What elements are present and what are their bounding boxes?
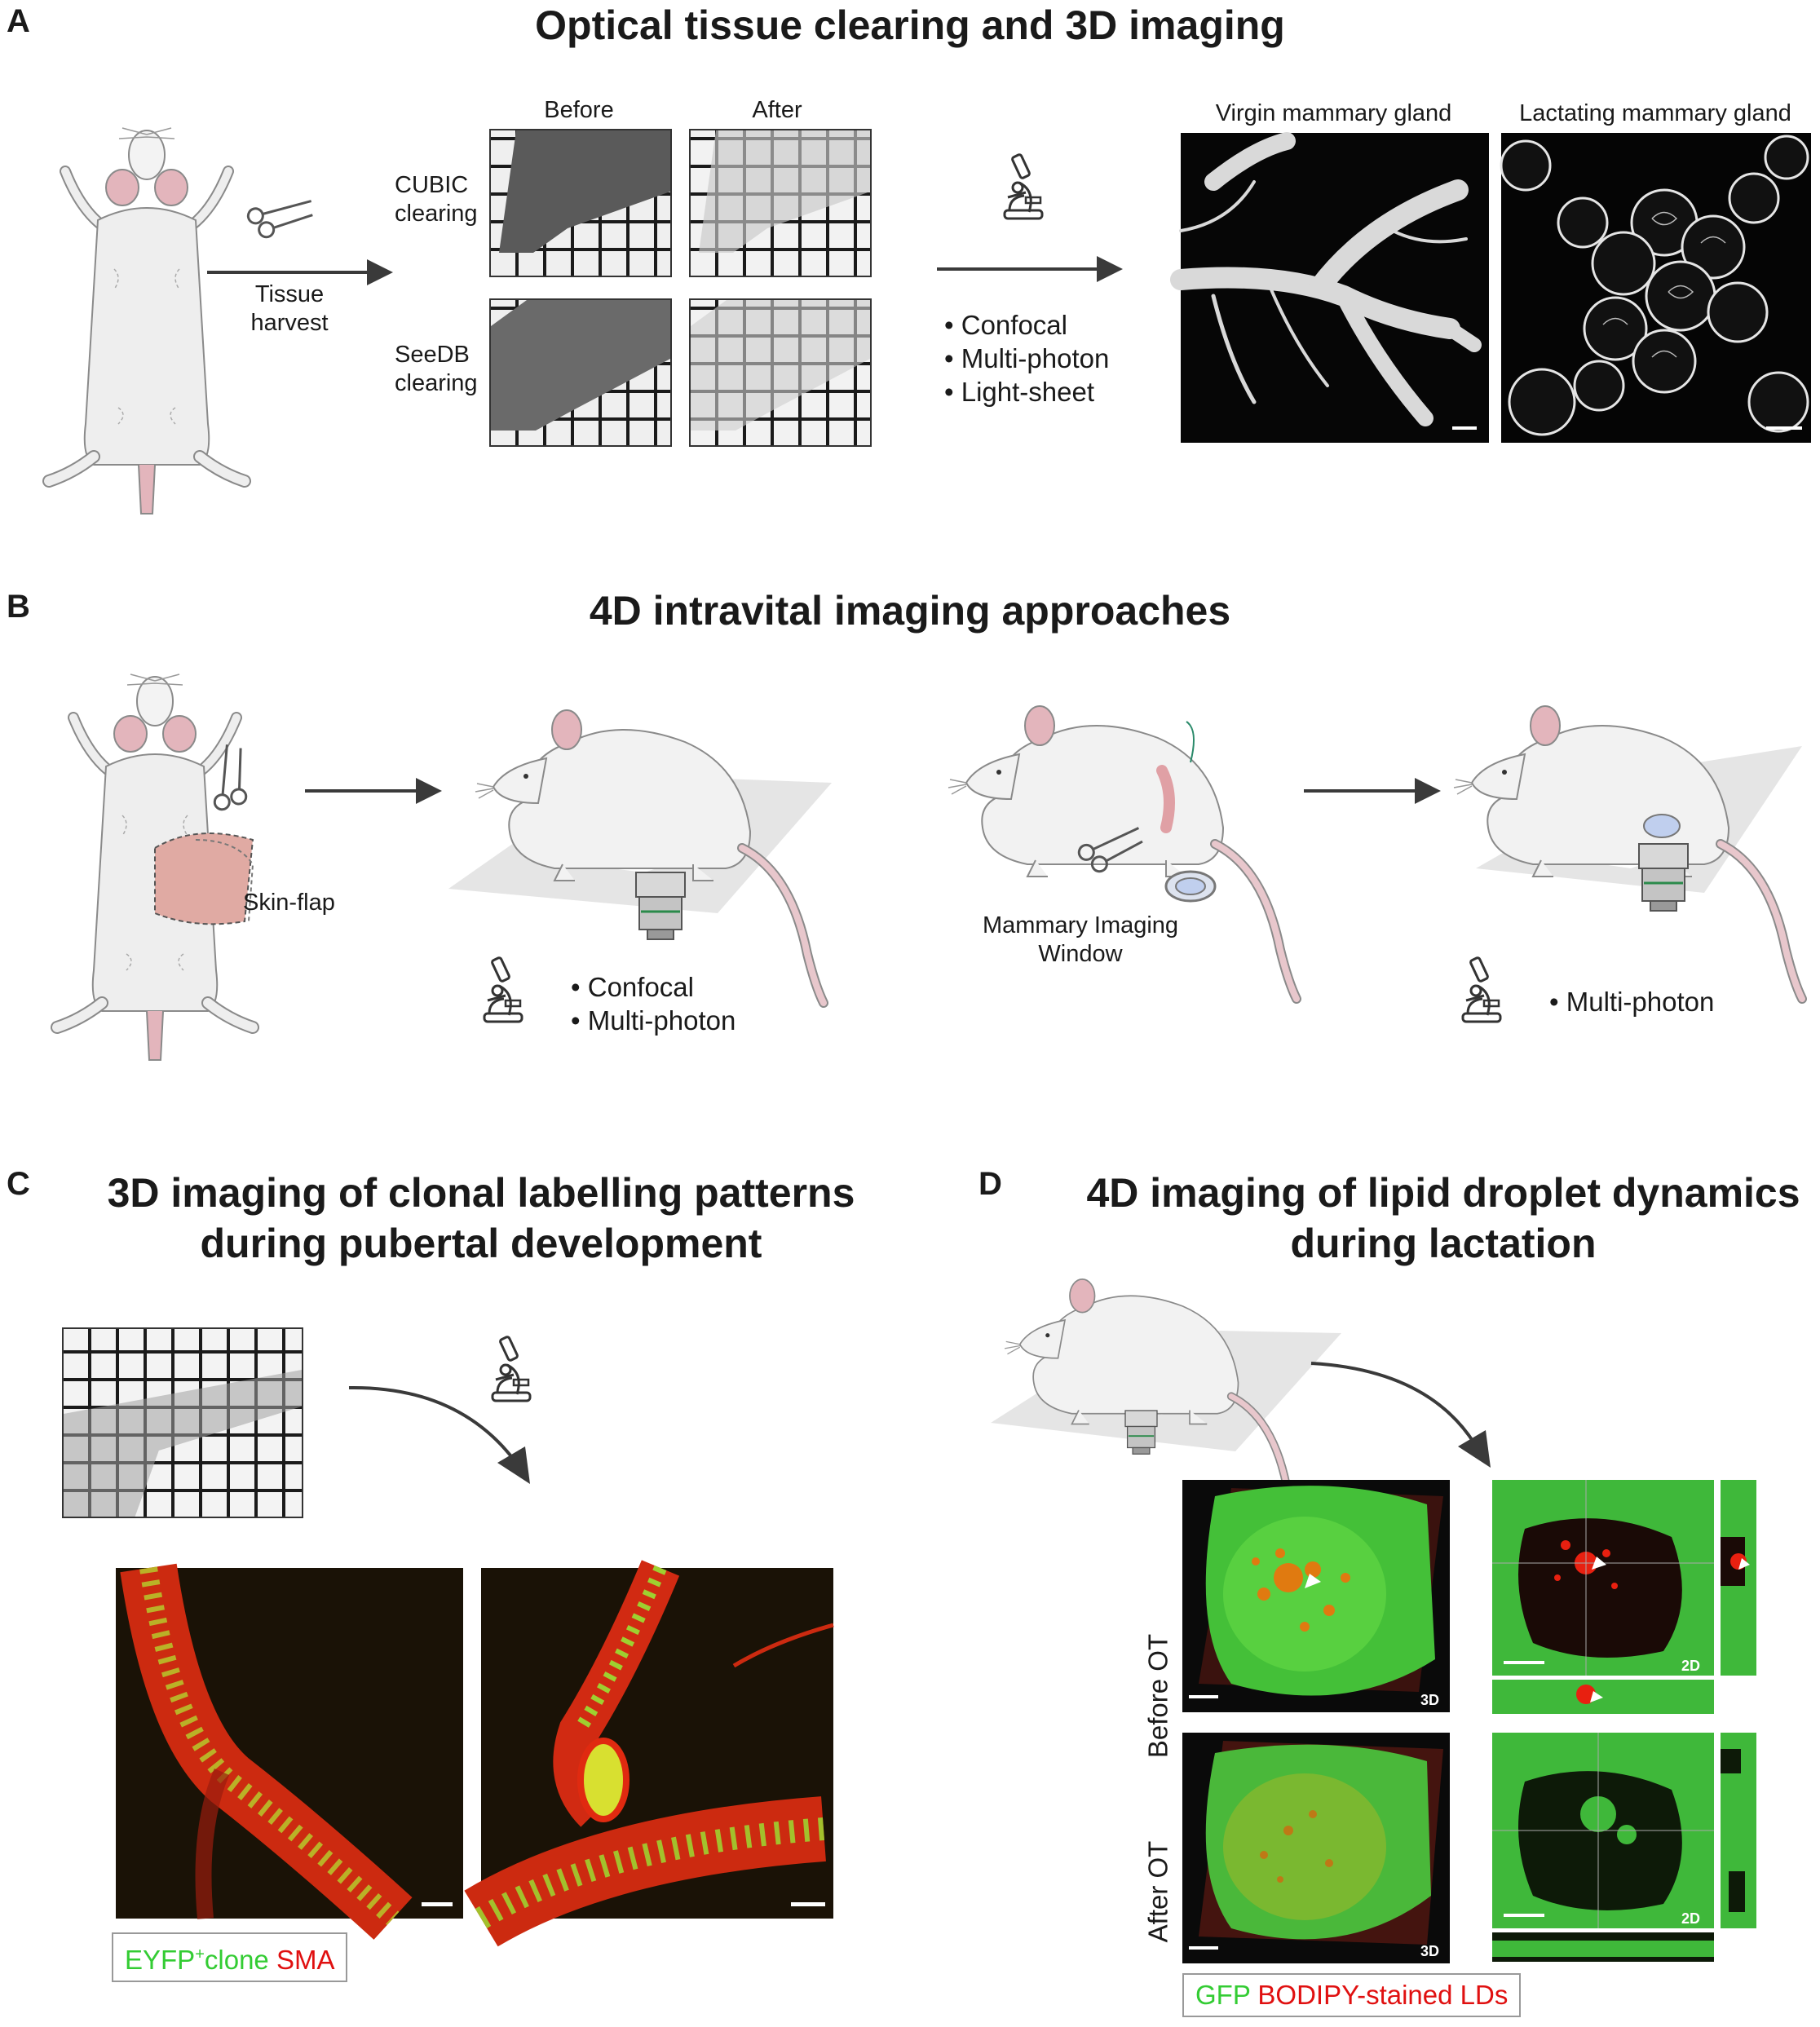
mouse-window-implant-illustration (962, 697, 1321, 966)
before-ot-3d-image: 3D (1182, 1480, 1450, 1712)
after-ot-side-projection (1721, 1733, 1756, 1928)
arrow-right-icon (207, 259, 393, 285)
after-ot-label: After OT (1142, 1840, 1173, 1943)
panel-a-title: Optical tissue clearing and 3D imaging (535, 2, 1285, 48)
panel-b-methods-left: Confocal Multi-photon (571, 970, 736, 1037)
panel-c-title: 3D imaging of clonal labelling patterns … (107, 1170, 855, 1266)
tag-2d: 2D (1681, 1658, 1700, 1674)
lactating-gland-image (1500, 133, 1811, 443)
lactating-gland-title: Lactating mammary gland (1519, 100, 1791, 126)
tag-2d: 2D (1681, 1910, 1700, 1927)
seedb-before-photo (489, 298, 672, 447)
before-ot-label: Before OT (1142, 1633, 1173, 1759)
scissors-icon (188, 738, 270, 819)
mouse-supine-illustration (57, 130, 245, 473)
after-ot-3d-image: 3D (1182, 1733, 1450, 1963)
method-multiphoton: Multi-photon (1549, 985, 1715, 1018)
curved-arrow-icon (1310, 1362, 1491, 1468)
microscope-icon (483, 956, 523, 1023)
method-lightsheet: Light-sheet (944, 375, 1109, 408)
panel-d-letter: D (978, 1166, 1002, 1202)
mouse-on-stage-illustration (448, 701, 832, 995)
mouse-skinflap-illustration (57, 677, 294, 1019)
after-ot-label-wrap: After OT (1133, 1794, 1182, 1989)
legend-clone: clone (204, 1945, 269, 1975)
arrow-right-icon (1304, 778, 1441, 804)
arrow-right-icon (937, 256, 1123, 282)
after-ot-2d-image: 2D (1492, 1733, 1714, 1928)
legend-gfp: GFP (1195, 1980, 1251, 2010)
cubic-after-photo (689, 129, 872, 277)
col-after-label: After (752, 97, 802, 123)
clone-image-1 (116, 1563, 463, 1940)
tag-3d: 3D (1420, 1692, 1439, 1708)
panel-b-methods-right: Multi-photon (1549, 985, 1715, 1018)
legend-bodipy: BODIPY-stained LDs (1257, 1980, 1509, 2010)
before-ot-label-wrap: Before OT (1133, 1598, 1182, 1794)
microscope-icon (1003, 152, 1044, 220)
imaging-window-icon (1164, 870, 1217, 903)
imaging-window-label: Mammary Imaging Window (982, 912, 1179, 967)
skinflap-label: Skin-flap (243, 890, 335, 916)
microscope-icon (1461, 956, 1502, 1023)
seedb-after-photo (689, 298, 872, 447)
cleared-gland-photo (62, 1327, 303, 1518)
mouse-window-stage-illustration (1460, 697, 1810, 983)
before-ot-2d-image: 2D (1492, 1480, 1714, 1676)
virgin-gland-title: Virgin mammary gland (1215, 100, 1452, 126)
mouse-on-stage-illustration (991, 1272, 1341, 1517)
before-ot-side-projection (1721, 1480, 1756, 1676)
legend-eyfp-superscript: + (195, 1945, 205, 1963)
legend-eyfp: EYFP (125, 1945, 196, 1975)
cubic-clearing-label: CUBIC clearing (395, 172, 478, 227)
panel-a-methods: Confocal Multi-photon Light-sheet (944, 308, 1110, 408)
panel-d-title: 4D imaging of lipid droplet dynamics dur… (1086, 1170, 1800, 1266)
seedb-clearing-label: SeeDB clearing (395, 342, 478, 396)
panel-c-legend: EYFP+clone SMA (112, 1932, 348, 1982)
after-ot-bottom-projection (1492, 1932, 1714, 1962)
tag-3d: 3D (1420, 1943, 1439, 1959)
arrow-right-icon (305, 778, 442, 804)
panel-b-title: 4D intravital imaging approaches (589, 588, 1231, 634)
method-multiphoton: Multi-photon (944, 342, 1110, 375)
tissue-harvest-label: Tissue harvest (250, 281, 329, 336)
scissors-icon (241, 175, 320, 254)
virgin-gland-image (1170, 132, 1489, 443)
panel-d-legend: GFP BODIPY-stained LDs (1182, 1973, 1522, 2017)
panel-b-letter: B (7, 589, 30, 625)
method-multiphoton: Multi-photon (571, 1004, 736, 1037)
before-ot-bottom-projection (1492, 1680, 1714, 1714)
panel-c-letter: C (7, 1166, 30, 1202)
col-before-label: Before (544, 97, 614, 123)
method-confocal: Confocal (571, 970, 736, 1004)
legend-sma: SMA (276, 1945, 335, 1975)
cubic-before-photo (489, 129, 672, 277)
curved-arrow-icon (348, 1385, 530, 1484)
clone-image-2 (464, 1560, 834, 1947)
panel-a-letter: A (7, 3, 30, 39)
method-confocal: Confocal (944, 308, 1109, 342)
